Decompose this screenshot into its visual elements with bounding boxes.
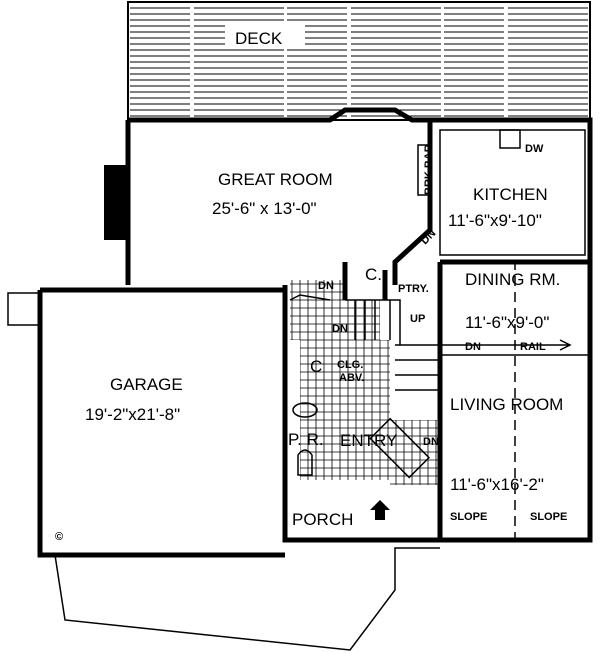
fireplace — [104, 165, 130, 240]
toilet-icon — [297, 449, 313, 476]
copyright-mark: © — [55, 531, 63, 543]
garage-label: GARAGE — [110, 375, 183, 394]
dw-label: DW — [525, 143, 544, 155]
kitchen-size: 11'-6"x9'-10" — [448, 211, 542, 230]
dining-size: 11'-6"x9'-0" — [465, 313, 549, 332]
dining-dn: DN — [465, 341, 481, 353]
rail — [440, 339, 572, 351]
walls — [7, 107, 593, 651]
rail-label: RAIL — [520, 341, 546, 353]
breakfast-bar — [417, 144, 431, 196]
entry-dn: DN — [423, 436, 439, 448]
great-room-label: GREAT ROOM — [218, 170, 333, 189]
great-room-stairs-dn: DN — [318, 280, 334, 292]
kitchen-label: KITCHEN — [473, 185, 548, 204]
deck-label: DECK — [235, 29, 283, 48]
entry-closet-label: C — [310, 357, 322, 376]
powder-room-label: P. R. — [288, 430, 324, 449]
porch-label: PORCH — [292, 510, 353, 529]
stair-landing — [369, 417, 431, 479]
brk-bar-label: BRK.BAR — [423, 144, 435, 195]
slope-left: SLOPE — [450, 511, 487, 523]
abv-label: ABV. — [339, 372, 364, 384]
living-label: LIVING ROOM — [450, 395, 563, 414]
dining-label: DINING RM. — [465, 270, 560, 289]
garage-size: 19'-2"x21'-8" — [85, 405, 180, 424]
living-size: 11'-6"x16'-2" — [450, 475, 544, 494]
slope-right: SLOPE — [530, 511, 567, 523]
deck: DECK — [127, 1, 591, 121]
entry-label: ENTRY — [340, 431, 397, 450]
stairs-up: UP — [410, 313, 425, 325]
closet-label: C. — [365, 265, 382, 284]
sink-icon — [292, 402, 318, 418]
entry-tile-floor — [290, 280, 440, 485]
great-room-size: 25'-6" x 13'-0" — [212, 199, 317, 218]
great-room-dn: DN — [419, 227, 439, 247]
clg-label: CLG. — [337, 359, 363, 371]
stairs-dn: DN — [332, 323, 348, 335]
sink-icon — [499, 129, 521, 149]
entry-arrow-icon — [370, 500, 390, 520]
stairs — [345, 299, 440, 479]
pantry-label: PTRY. — [398, 283, 429, 295]
